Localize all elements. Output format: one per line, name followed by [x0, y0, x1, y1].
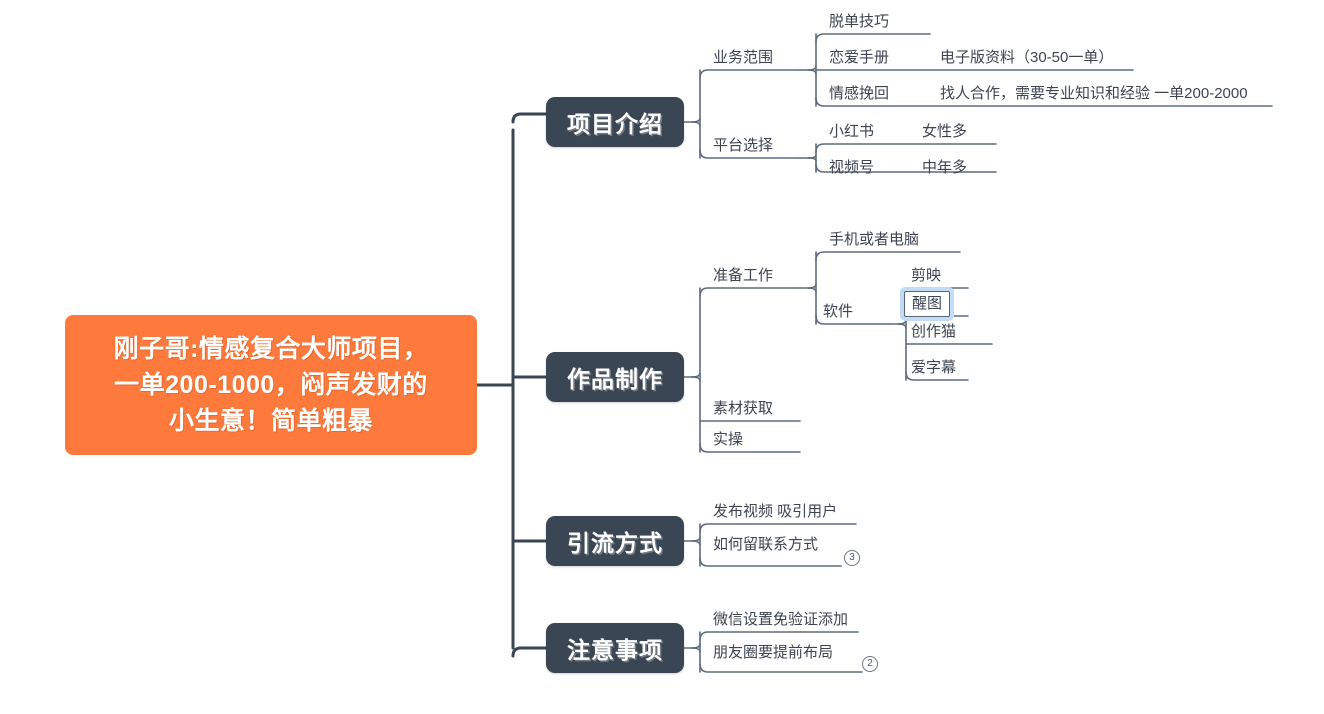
topic-material-sourcing[interactable]: 素材获取 [713, 400, 774, 417]
topic-phone-or-computer[interactable]: 手机或者电脑 [829, 231, 920, 248]
topic-xiaohongshu[interactable]: 小红书 [829, 123, 875, 140]
topic-video-account-detail[interactable]: 中年多 [922, 159, 968, 176]
topic-leave-contact[interactable]: 如何留联系方式 [713, 536, 819, 553]
root-label: 刚子哥:情感复合大师项目， 一单200-1000，闷声发财的 小生意！简单粗暴 [113, 335, 429, 435]
topic-software[interactable]: 软件 [823, 303, 854, 320]
collapse-badge-traffic[interactable]: 3 [844, 550, 860, 566]
topic-emotion-recovery[interactable]: 情感挽回 [829, 85, 890, 102]
root-node[interactable]: 刚子哥:情感复合大师项目， 一单200-1000，闷声发财的 小生意！简单粗暴 [65, 315, 477, 455]
branch-label: 注意事项 [567, 637, 663, 663]
topic-practice[interactable]: 实操 [713, 431, 744, 448]
topic-chuangzuomao[interactable]: 创作猫 [911, 323, 957, 340]
topic-love-handbook[interactable]: 恋爱手册 [829, 49, 890, 66]
branch-label: 引流方式 [567, 530, 663, 556]
branch-node-project-intro[interactable]: 项目介绍 [546, 97, 684, 147]
topic-jianying[interactable]: 剪映 [911, 267, 942, 284]
branch-node-traffic[interactable]: 引流方式 [546, 516, 684, 566]
topic-wechat-no-verify[interactable]: 微信设置免验证添加 [713, 611, 849, 628]
topic-aizimu[interactable]: 爱字幕 [911, 359, 957, 376]
branch-node-production[interactable]: 作品制作 [546, 352, 684, 402]
topic-xiaohongshu-detail[interactable]: 女性多 [922, 123, 968, 140]
topic-publish-video[interactable]: 发布视频 吸引用户 [713, 503, 838, 520]
topic-business-scope[interactable]: 业务范围 [713, 49, 774, 66]
topic-video-account[interactable]: 视频号 [829, 159, 875, 176]
topic-xingtu-selected[interactable]: 醒图 [904, 291, 951, 317]
topic-single-tips[interactable]: 脱单技巧 [829, 13, 890, 30]
topic-emotion-recovery-detail[interactable]: 找人合作，需要专业知识和经验 一单200-2000 [940, 85, 1248, 102]
collapse-badge-notes[interactable]: 2 [862, 656, 878, 672]
branch-label: 项目介绍 [567, 111, 663, 137]
topic-preparation[interactable]: 准备工作 [713, 267, 774, 284]
topic-moments-layout[interactable]: 朋友圈要提前布局 [713, 644, 834, 661]
topic-platform-choice[interactable]: 平台选择 [713, 137, 774, 154]
topic-love-handbook-detail[interactable]: 电子版资料（30-50一单） [940, 49, 1114, 66]
branch-label: 作品制作 [567, 366, 663, 392]
branch-node-notes[interactable]: 注意事项 [546, 623, 684, 673]
